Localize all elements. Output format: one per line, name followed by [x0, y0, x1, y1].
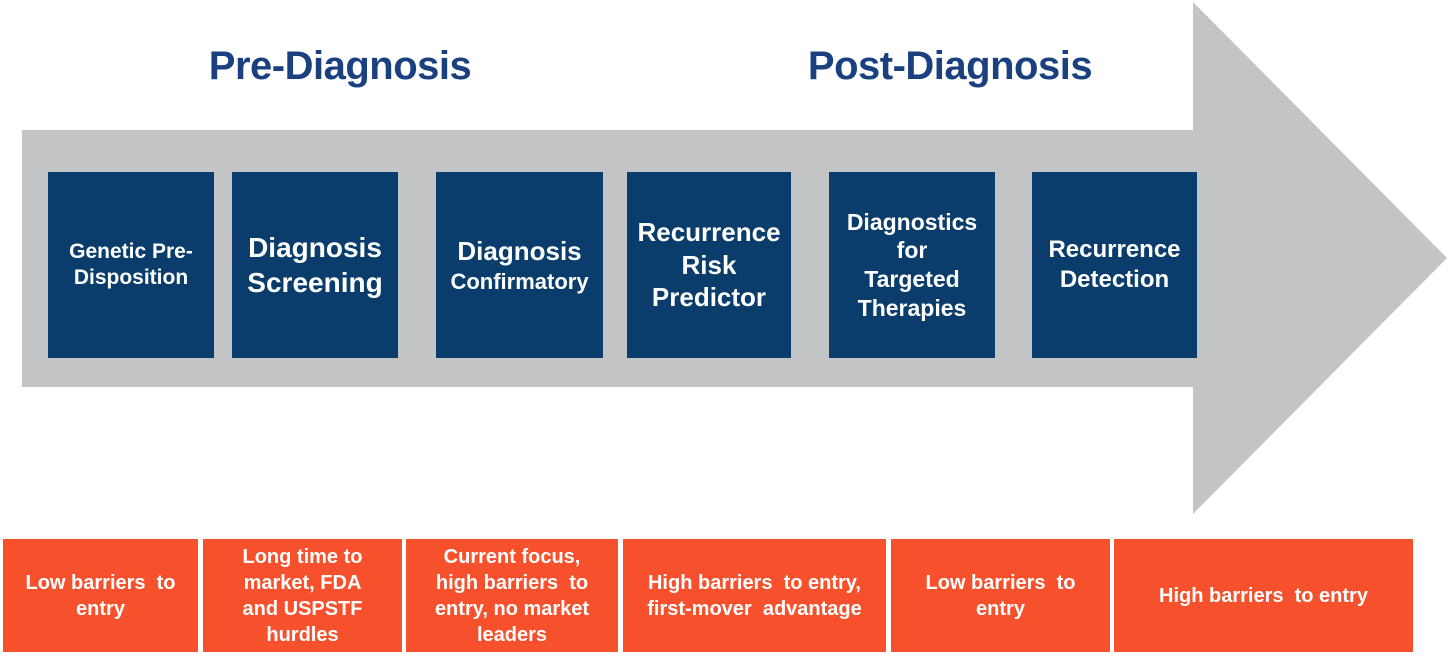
barrier-box-targeted-therapies: Low barriers to entry [891, 539, 1110, 652]
barrier-label: Long time to market, FDA and USPSTF hurd… [242, 545, 363, 646]
stage-label: Diagnosis Screening [247, 232, 383, 298]
stage-label: Recurrence Risk Predictor [637, 217, 781, 313]
barrier-box-diagnosis-confirmatory: Current focus, high barriers to entry, n… [406, 539, 618, 652]
stage-box-diagnostics-for-targeted-therapies: Diagnostics for Targeted Therapies [829, 172, 995, 358]
stage-label: Diagnostics for Targeted Therapies [846, 208, 978, 321]
stage-box-diagnosis-confirmatory: Diagnosis Confirmatory [436, 172, 603, 358]
stage-box-recurrence-risk-predictor: Recurrence Risk Predictor [627, 172, 791, 358]
barrier-label: High barriers to entry [1159, 584, 1368, 607]
barrier-box-recurrence-detection: High barriers to entry [1114, 539, 1413, 652]
stage-label: Genetic Pre- Disposition [69, 239, 193, 289]
barrier-box-genetic-pre-disposition: Low barriers to entry [3, 539, 198, 652]
stage-label: Recurrence Detection [1048, 236, 1181, 293]
stage-sublabel: Confirmatory [450, 268, 589, 294]
barrier-label: High barriers to entry, first-mover adva… [647, 571, 862, 620]
barrier-label: Current focus, high barriers to entry, n… [434, 545, 590, 646]
stage-box-recurrence-detection: Recurrence Detection [1032, 172, 1197, 358]
stage-label: Diagnosis [457, 236, 582, 266]
stage-box-diagnosis-screening: Diagnosis Screening [232, 172, 398, 358]
stage-box-genetic-pre-disposition: Genetic Pre- Disposition [48, 172, 214, 358]
phase-title-post-diagnosis: Post-Diagnosis [807, 44, 1093, 88]
barrier-box-recurrence-risk-predictor: High barriers to entry, first-mover adva… [623, 539, 886, 652]
phase-title-pre-diagnosis: Pre-Diagnosis [208, 44, 472, 88]
barrier-box-diagnosis-screening: Long time to market, FDA and USPSTF hurd… [203, 539, 402, 652]
barrier-label: Low barriers to entry [25, 571, 176, 620]
barrier-label: Low barriers to entry [925, 571, 1076, 620]
